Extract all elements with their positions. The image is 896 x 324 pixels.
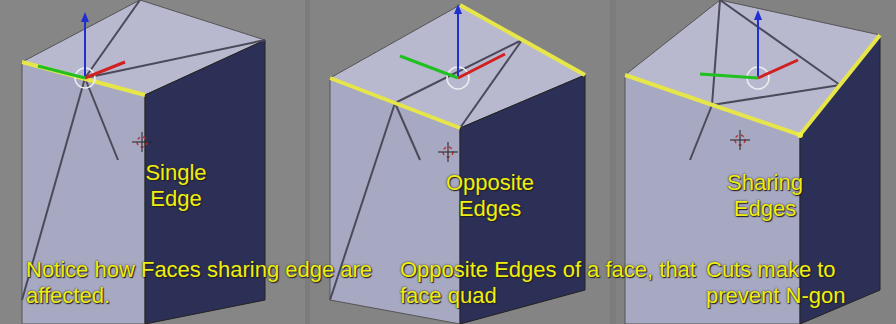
- panel-heading: Opposite Edges: [430, 170, 550, 222]
- note-text: Opposite Edges of a face, that face quad: [400, 257, 700, 309]
- note-text: Cuts make to prevent N-gon: [706, 257, 890, 309]
- panel-heading: Single Edge: [128, 160, 224, 212]
- note-text: Notice how Faces sharing edge are affect…: [26, 257, 378, 309]
- panel-heading: Sharing Edges: [710, 170, 820, 222]
